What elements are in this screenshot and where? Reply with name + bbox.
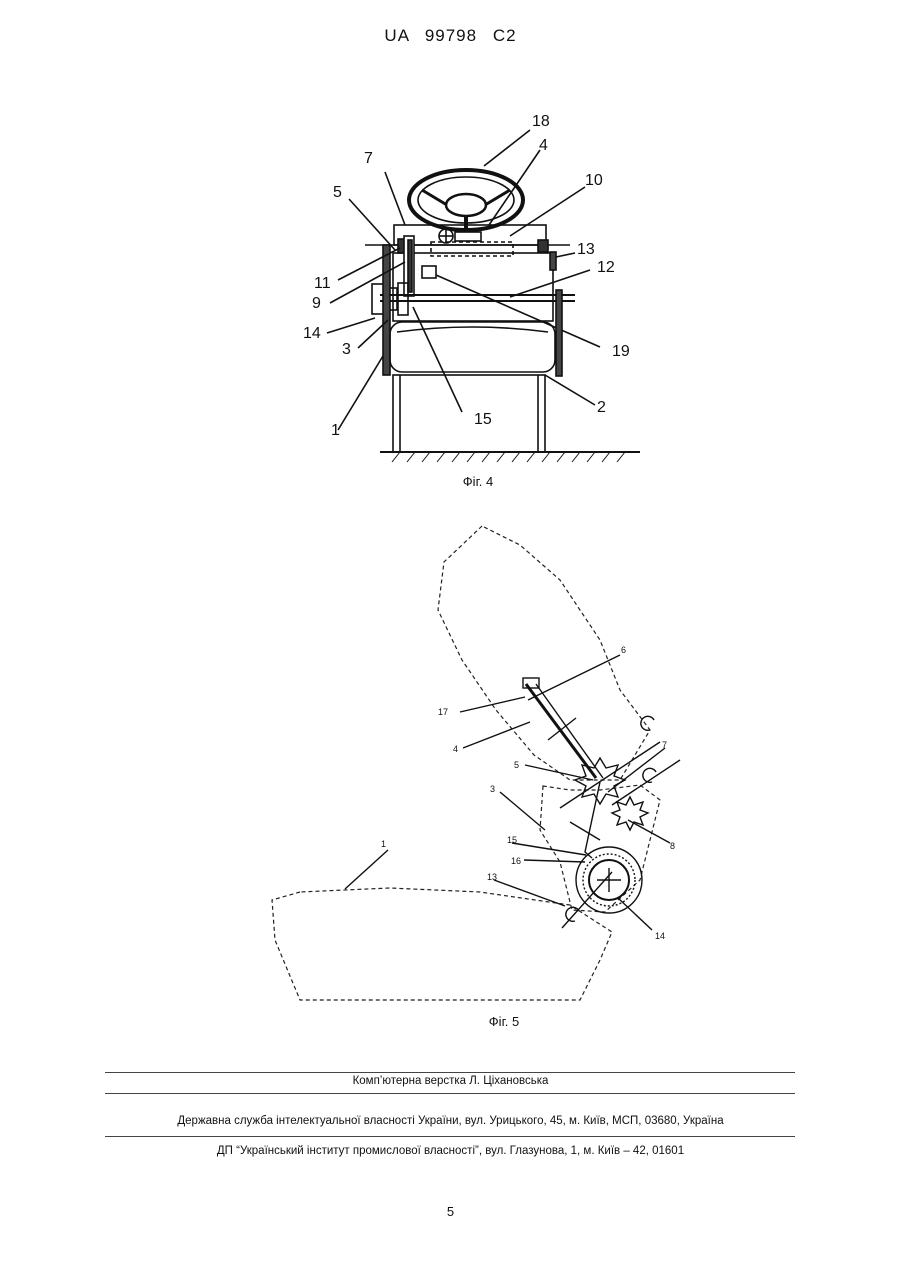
footer-layout-credit: Комп’ютерна верстка Л. Ціхановська [0, 1075, 901, 1087]
fig5-label-1: 1 [381, 839, 386, 849]
fig5-label-3: 3 [490, 784, 495, 794]
page-number: 5 [0, 1204, 901, 1219]
fig5-label-7: 7 [662, 740, 667, 750]
fig5-label-5: 5 [514, 760, 519, 770]
footer-agency-address: Державна служба інтелектуальної власност… [0, 1115, 901, 1127]
footer-divider-middle [105, 1093, 795, 1094]
fig5-label-13: 13 [487, 872, 497, 882]
fig5-label-15: 15 [507, 835, 517, 845]
footer-divider-top [105, 1072, 795, 1073]
fig5-label-14: 14 [655, 931, 665, 941]
figure-5-drawing: 6 17 4 7 5 3 8 15 16 1 13 14 [0, 0, 901, 1040]
footer-institute-address: ДП “Український інститут промислової вла… [0, 1145, 901, 1157]
fig5-label-16: 16 [511, 856, 521, 866]
fig5-label-8: 8 [670, 841, 675, 851]
fig5-label-17: 17 [438, 707, 448, 717]
fig5-label-6: 6 [621, 645, 626, 655]
fig5-label-4: 4 [453, 744, 458, 754]
figure-5-caption: Фіг. 5 [444, 1014, 564, 1029]
footer-divider-bottom [105, 1136, 795, 1137]
